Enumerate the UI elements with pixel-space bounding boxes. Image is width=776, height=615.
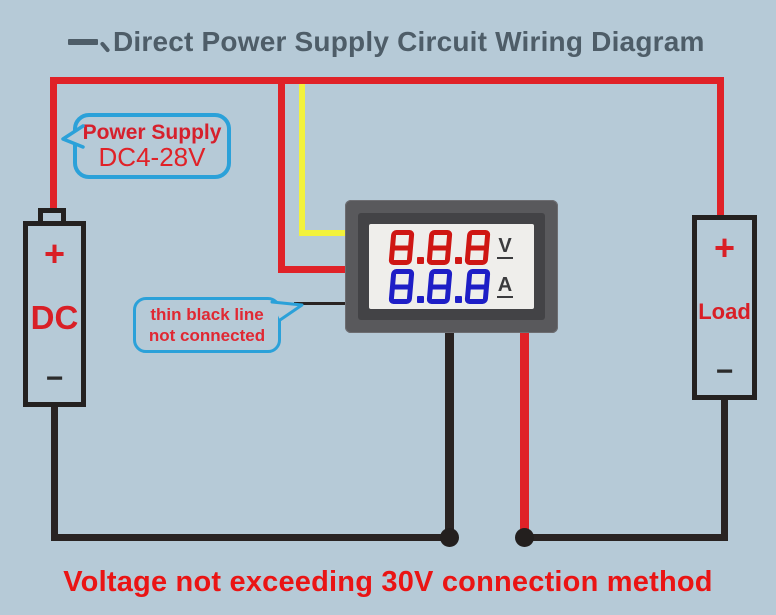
current-readout: A: [369, 268, 534, 305]
battery-terminal-cap: [38, 208, 66, 222]
battery-minus-sign: −: [45, 362, 64, 395]
meter-bezel: V A: [358, 213, 545, 320]
title-prefix-comma: [99, 41, 111, 53]
wire-load-positive: [717, 77, 724, 218]
wire-bottom-left-rail: [51, 534, 449, 541]
power-supply-callout-line2: DC4-28V: [98, 141, 206, 172]
wire-load-negative-vertical: [721, 398, 728, 541]
page-title: Direct Power Supply Circuit Wiring Diagr…: [68, 26, 705, 58]
wire-bottom-right-rail: [525, 534, 726, 541]
load-minus-sign: −: [715, 355, 734, 388]
title-prefix-dash: [68, 39, 98, 45]
battery-label: DC: [30, 299, 79, 336]
meter-display: V A: [369, 224, 534, 309]
battery-plus-sign: +: [43, 233, 66, 274]
dc-power-source: + DC −: [23, 221, 86, 407]
wire-battery-positive: [50, 77, 57, 210]
power-supply-callout: Power Supply DC4-28V: [61, 113, 231, 179]
current-unit: A: [496, 273, 514, 298]
caption-text: Voltage not exceeding 30V connection met…: [63, 566, 713, 598]
wire-yellow-vertical: [299, 84, 305, 236]
wire-positive-bus: [50, 77, 724, 84]
note-callout-line2: not connected: [148, 326, 266, 345]
note-callout-line1: thin black line: [150, 304, 264, 324]
wire-voltage-sense-horizontal: [278, 266, 347, 273]
load-plus-sign: +: [713, 227, 736, 268]
load-box: + Load −: [692, 215, 757, 400]
load-label: Load: [698, 298, 751, 324]
voltage-digits: [388, 229, 491, 265]
callout-tail-left: [61, 124, 85, 149]
wire-thin-black: [294, 302, 347, 305]
current-digits: [388, 268, 491, 304]
wire-yellow-horizontal: [299, 230, 347, 236]
wire-meter-red-lead: [520, 331, 529, 534]
wire-meter-black-lead: [445, 331, 454, 534]
junction-dot-left: [440, 528, 459, 547]
callout-tail-right: [270, 300, 304, 322]
wire-voltage-sense-vertical: [278, 77, 285, 273]
junction-dot-right: [515, 528, 534, 547]
wire-battery-negative-vertical: [51, 404, 58, 541]
power-supply-callout-line1: Power Supply: [82, 120, 222, 144]
volt-amp-meter: V A: [345, 200, 558, 333]
voltage-readout: V: [369, 229, 534, 266]
page-title-text: Direct Power Supply Circuit Wiring Diagr…: [113, 26, 705, 57]
note-callout: thin black line not connected: [133, 297, 304, 353]
voltage-unit: V: [497, 234, 513, 259]
